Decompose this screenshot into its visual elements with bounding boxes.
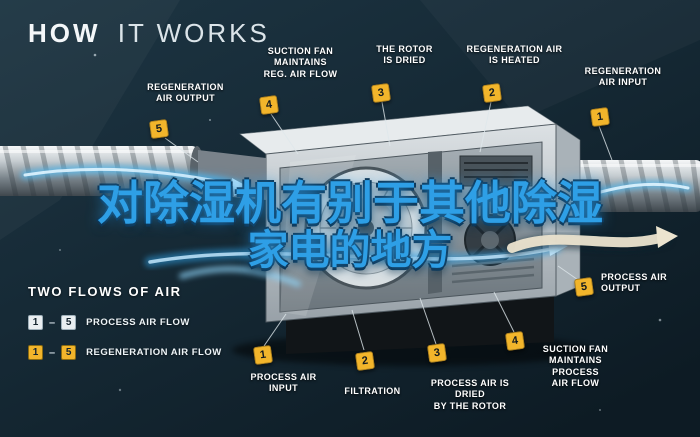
callout-badge-regeneration-air-input: 1 — [589, 106, 611, 128]
callout-badge-process-air-input: 1 — [252, 344, 274, 366]
rotor — [304, 166, 428, 290]
page-title: HOW IT WORKS — [28, 18, 270, 49]
legend-box-regen-from: 1 — [28, 345, 43, 360]
dust-specks — [59, 53, 662, 411]
callout-label-process-air-input: PROCESS AIR INPUT — [250, 372, 317, 394]
title-word-how: HOW — [28, 18, 101, 48]
callout-label-regeneration-air-output: REGENERATION AIR OUTPUT — [147, 82, 224, 104]
callout-label-regeneration-air-input: REGENERATION AIR INPUT — [584, 66, 662, 88]
callout-label-suction-fan-process: SUCTION FAN MAINTAINS PROCESS AIR FLOW — [542, 344, 609, 388]
legend-box-process-to: 5 — [61, 315, 77, 330]
legend-heading: TWO FLOWS OF AIR — [28, 284, 182, 299]
callout-badge-suction-fan-reg: 4 — [258, 94, 280, 116]
callout-badge-rotor-is-dried: 3 — [370, 82, 392, 104]
callout-label-process-air-dried: PROCESS AIR IS DRIED BY THE ROTOR — [430, 378, 510, 411]
title-word-it-works: IT WORKS — [117, 18, 270, 48]
legend-row-regeneration-air-flow: 1 – 5 REGENERATION AIR FLOW — [28, 345, 222, 360]
legend-dash: – — [49, 316, 56, 329]
callout-badge-regeneration-air-heated: 2 — [481, 82, 503, 104]
legend-label-process: PROCESS AIR FLOW — [86, 317, 190, 328]
callout-badge-regeneration-air-output: 5 — [148, 118, 170, 140]
callout-label-regeneration-air-heated: REGENERATION AIR IS HEATED — [466, 44, 563, 66]
heater — [459, 155, 533, 187]
callout-label-suction-fan-reg: SUCTION FAN MAINTAINS REG. AIR FLOW — [263, 46, 338, 79]
callout-badge-process-air-dried: 3 — [426, 342, 448, 364]
callout-badge-process-air-output: 5 — [573, 276, 595, 298]
callout-label-process-air-output: PROCESS AIR OUTPUT — [601, 272, 668, 294]
callout-badge-filtration: 2 — [354, 350, 376, 372]
legend-box-regen-to: 5 — [61, 345, 77, 360]
airflow-swooshes — [20, 164, 692, 287]
callout-label-filtration: FILTRATION — [344, 386, 401, 396]
legend-label-regeneration: REGENERATION AIR FLOW — [86, 347, 222, 358]
callout-badge-suction-fan-process: 4 — [504, 330, 526, 352]
legend-dash: – — [49, 346, 56, 359]
callout-label-rotor-is-dried: THE ROTOR IS DRIED — [376, 44, 433, 66]
legend-row-process-air-flow: 1 – 5 PROCESS AIR FLOW — [28, 315, 190, 330]
legend-box-process-from: 1 — [28, 315, 43, 330]
